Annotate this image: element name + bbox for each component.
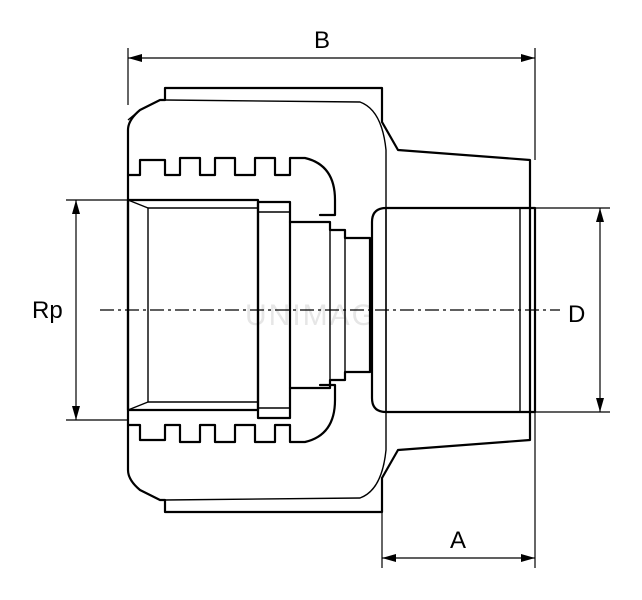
dim-b-arrow-left (128, 54, 142, 62)
dim-d-label: D (568, 301, 585, 328)
insert-neck (288, 220, 372, 390)
dim-rp-arrow-top (72, 200, 80, 214)
thread-profile-top (126, 156, 337, 217)
dim-d-arrow-bottom (596, 398, 604, 412)
dim-b-label: B (314, 27, 330, 54)
watermark: UNIMAG (245, 299, 377, 332)
bore-chamfer-bottom (127, 401, 149, 411)
dim-rp-arrow-bottom (72, 406, 80, 420)
dim-d-arrow-top (596, 208, 604, 222)
dim-a-label: A (450, 527, 466, 554)
dim-a-arrow-right (521, 554, 535, 562)
nut-chamfer-top (127, 109, 141, 121)
nut-outer-outline (126, 86, 532, 514)
thread-profile-bottom (126, 383, 337, 444)
dim-b-arrow-right (521, 54, 535, 62)
dim-a-arrow-left (382, 554, 396, 562)
bore-chamfer-top (127, 199, 149, 209)
dim-rp-label: Rp (32, 297, 63, 324)
